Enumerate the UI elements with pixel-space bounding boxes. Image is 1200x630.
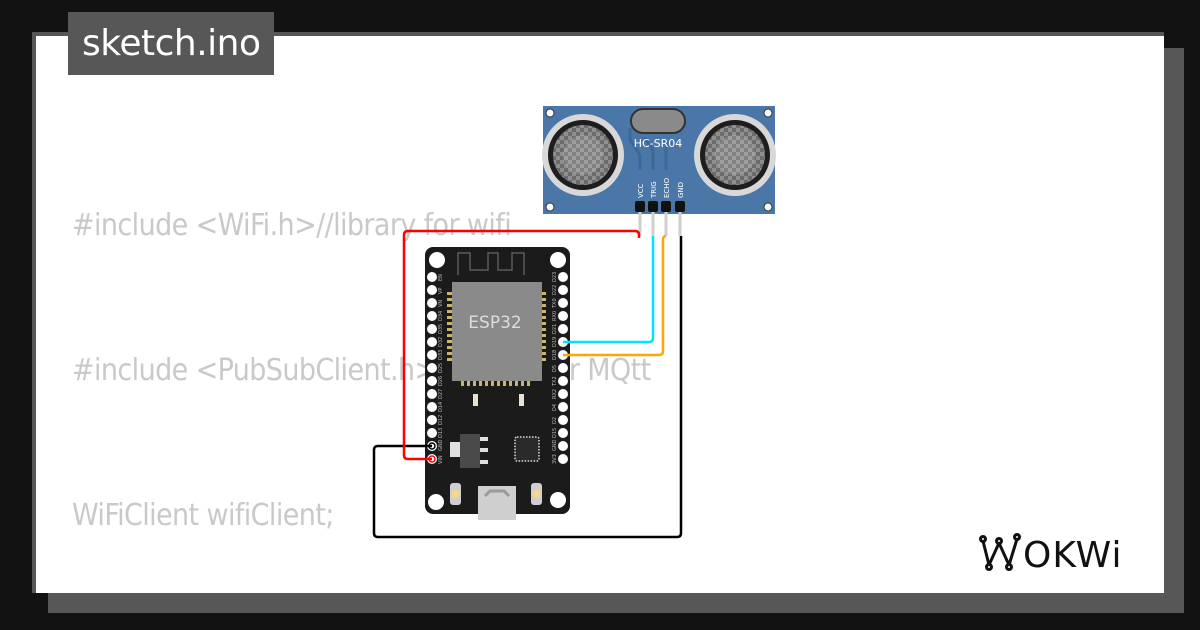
pin-label: D4 — [552, 404, 558, 411]
sensor-pin-label: TRIG — [650, 181, 658, 199]
pin-label: D12 — [438, 415, 444, 425]
echo-wire[interactable] — [563, 234, 667, 357]
pin-label: D15 — [552, 428, 558, 438]
pin-label: VN — [438, 300, 444, 307]
pin-label: D33 — [438, 350, 444, 360]
esp32-board[interactable]: ESP32 — [425, 247, 570, 520]
sensor-pin-label: VCC — [637, 183, 645, 198]
pin-label: D25 — [438, 363, 444, 373]
pin-label: D21 — [552, 324, 558, 334]
sensor-label: HC-SR04 — [634, 137, 683, 150]
file-tab[interactable]: sketch.ino — [68, 12, 275, 75]
pin-label: D13 — [438, 428, 444, 438]
ultrasonic-sensor[interactable]: HC-SR04 VCC TRIG ECHO GND — [542, 106, 776, 236]
pin-label: VP — [438, 288, 444, 294]
pin-label: VIN — [438, 455, 444, 464]
pin-label: D23 — [552, 272, 558, 282]
pin-label: TX2 — [552, 376, 558, 387]
vcc-wire[interactable] — [402, 229, 641, 461]
pin-label: D19 — [552, 337, 558, 347]
sensor-pin-label: GND — [677, 182, 685, 198]
pin-label: RX2 — [552, 389, 558, 399]
pin-label: D14 — [438, 402, 444, 412]
pin-label: D27 — [438, 389, 444, 399]
frame-shadow-right — [1164, 48, 1184, 613]
pin-label: D18 — [552, 350, 558, 360]
svg-text:OKWi: OKWi — [1023, 535, 1122, 575]
frame-shadow-bottom — [48, 593, 1184, 613]
pin-label: 3V3 — [552, 454, 558, 464]
sensor-pin-label: ECHO — [663, 177, 671, 198]
pin-label: RX0 — [552, 311, 558, 321]
wokwi-logo: OKWi — [975, 525, 1150, 579]
pin-label: D2 — [552, 417, 558, 424]
pin-label: D34 — [438, 311, 444, 321]
pin-label: TX0 — [552, 298, 558, 309]
pin-label: D35 — [438, 324, 444, 334]
pin-label: D32 — [438, 337, 444, 347]
pin-label: D26 — [438, 376, 444, 386]
trig-wire[interactable] — [563, 236, 655, 344]
pin-label: EN — [438, 274, 444, 281]
gnd-wire[interactable] — [372, 236, 683, 539]
pin-label: D5 — [552, 365, 558, 372]
pin-label: GND — [438, 439, 444, 451]
code-line: #include <WiFi.h>//library for wifi — [72, 208, 512, 244]
pin-label: GND — [552, 439, 558, 451]
pin-label: D22 — [552, 285, 558, 295]
esp32-label: ESP32 — [468, 313, 521, 333]
code-line: WiFiClient wifiClient; — [72, 497, 334, 533]
